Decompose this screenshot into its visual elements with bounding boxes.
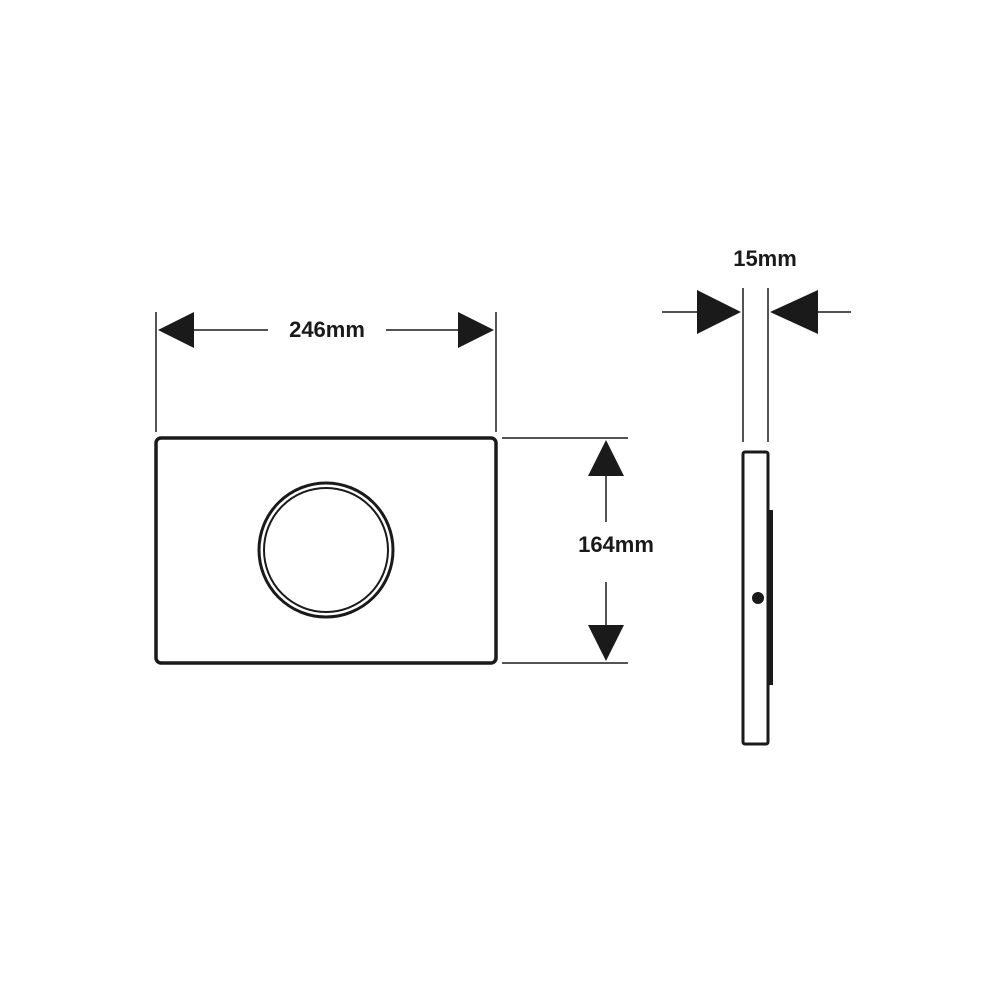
depth-dimension: 15mm bbox=[662, 246, 851, 442]
width-label: 246mm bbox=[289, 317, 365, 342]
flush-button-outer-ring bbox=[257, 481, 395, 619]
height-arrow-down bbox=[588, 625, 624, 661]
width-arrow-left bbox=[158, 312, 194, 348]
width-arrow-right bbox=[458, 312, 494, 348]
width-dimension: 246mm bbox=[155, 312, 497, 432]
side-mount-bracket bbox=[768, 510, 773, 685]
height-label: 164mm bbox=[578, 532, 654, 557]
height-dimension: 164mm bbox=[502, 437, 654, 664]
front-plate-outline bbox=[154, 436, 498, 665]
depth-label: 15mm bbox=[733, 246, 797, 271]
front-view bbox=[154, 436, 498, 665]
height-arrow-up bbox=[588, 440, 624, 476]
depth-arrow-right bbox=[770, 290, 818, 334]
depth-arrow-left bbox=[697, 290, 741, 334]
side-view bbox=[741, 450, 773, 746]
side-fixing-point bbox=[752, 592, 764, 604]
flush-button-inner-ring bbox=[263, 487, 389, 613]
